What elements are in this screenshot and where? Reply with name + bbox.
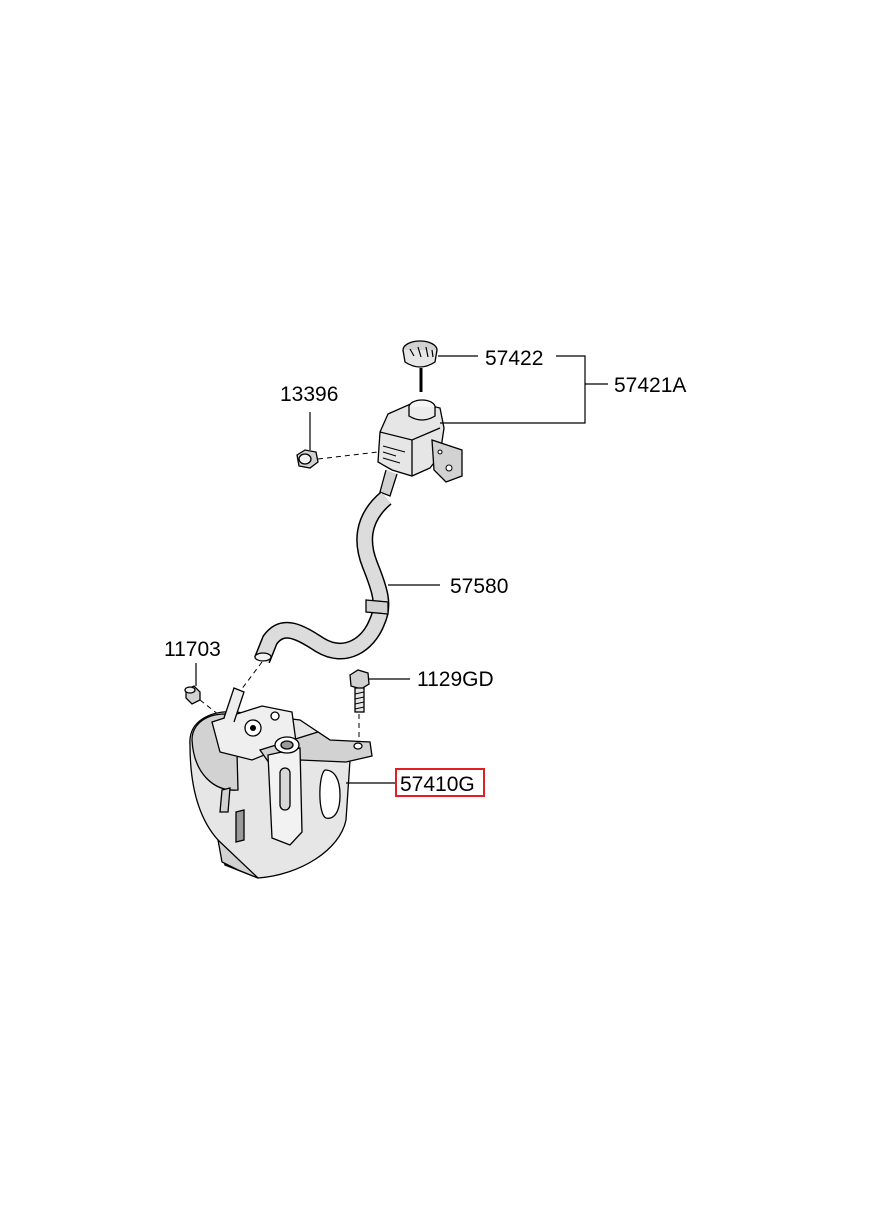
label-cap[interactable]: 57422	[485, 347, 543, 370]
nut-part[interactable]	[296, 449, 319, 469]
label-hose[interactable]: 57580	[450, 575, 508, 598]
hose-part[interactable]	[254, 491, 392, 664]
label-pump[interactable]: 57410G	[400, 773, 475, 796]
label-bolt[interactable]: 1129GD	[417, 668, 494, 691]
label-nut[interactable]: 13396	[280, 383, 338, 406]
steering-pump-part[interactable]	[189, 687, 373, 879]
reservoir-part[interactable]	[377, 399, 463, 497]
bolt-part[interactable]	[349, 669, 370, 713]
label-pump-highlight[interactable]: 57410G	[395, 768, 485, 797]
nut-dashed-guide	[317, 451, 379, 460]
label-fitting[interactable]: 11703	[164, 638, 221, 661]
reservoir-cap-part[interactable]	[402, 340, 438, 392]
fitting-part[interactable]	[184, 685, 201, 705]
label-reservoir-assy[interactable]: 57421A	[614, 374, 686, 397]
highlight-box	[395, 768, 485, 797]
leader-lines	[195, 355, 608, 784]
